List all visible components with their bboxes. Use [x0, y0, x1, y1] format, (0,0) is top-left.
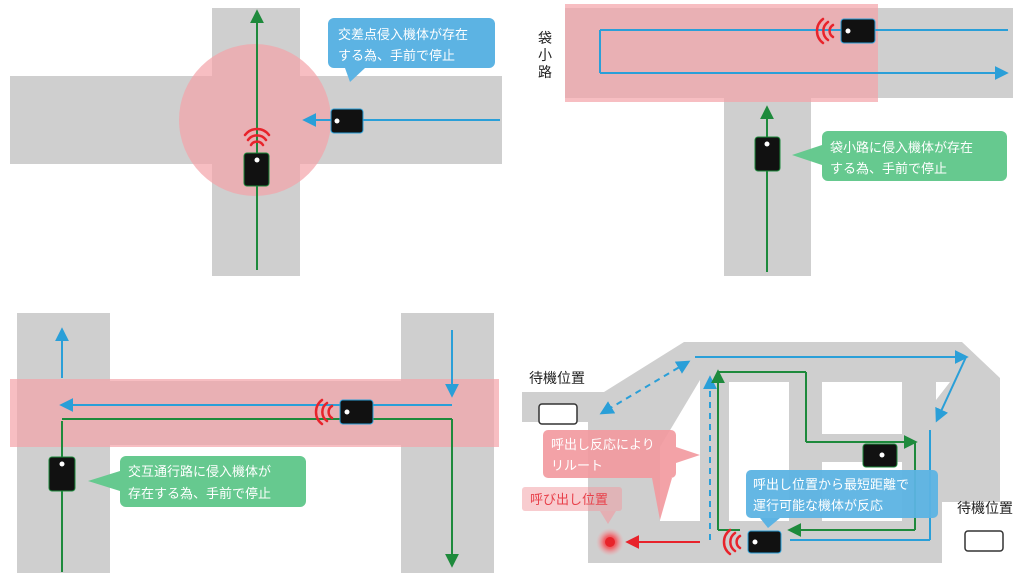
- blue-dashed-diagonal: [599, 360, 691, 415]
- svg-text:する為、手前で停止: する為、手前で停止: [830, 161, 947, 177]
- svg-text:呼び出し位置: 呼び出し位置: [530, 493, 608, 508]
- svg-text:小: 小: [538, 48, 552, 64]
- svg-text:運行可能な機体が反応: 運行可能な機体が反応: [753, 499, 883, 514]
- svg-text:存在する為、手前で停止: 存在する為、手前で停止: [128, 486, 271, 502]
- robot-in-intersection: [243, 152, 270, 187]
- deadend-zone: [565, 4, 878, 102]
- robot-in-deadend: [840, 18, 876, 44]
- robot-in-corridor: [339, 399, 374, 425]
- svg-text:袋: 袋: [538, 31, 552, 47]
- robot-light: [879, 452, 885, 458]
- wifi-signal-icon: [243, 127, 271, 147]
- robot-stopped: [48, 456, 76, 492]
- robot-light: [59, 461, 65, 467]
- svg-text:呼出し位置から最短距離で: 呼出し位置から最短距離で: [753, 478, 909, 493]
- callout-intersection: 交差点侵入機体が存在 する為、手前で停止: [328, 18, 495, 82]
- intersection-zone: [179, 44, 331, 196]
- robot-light: [344, 409, 350, 415]
- robot-light: [845, 28, 851, 34]
- svg-text:路: 路: [538, 65, 552, 81]
- svg-text:袋小路に侵入機体が存在: 袋小路に侵入機体が存在: [830, 140, 973, 156]
- robot-light: [254, 157, 260, 163]
- panel-alternating: 交互通行路に侵入機体が 存在する為、手前で停止: [10, 313, 499, 573]
- svg-text:交互通行路に侵入機体が: 交互通行路に侵入機体が: [128, 464, 271, 480]
- svg-text:する為、手前で停止: する為、手前で停止: [338, 48, 455, 64]
- standby-box-right: [964, 530, 1004, 552]
- callout-alternating: 交互通行路に侵入機体が 存在する為、手前で停止: [88, 456, 306, 507]
- standby-box-left: [538, 403, 578, 425]
- callout-deadend: 袋小路に侵入機体が存在 する為、手前で停止: [792, 131, 1007, 181]
- svg-text:交差点侵入機体が存在: 交差点侵入機体が存在: [338, 27, 468, 43]
- standby-label-right: 待機位置: [957, 501, 1013, 517]
- call-position-dot: [605, 537, 615, 547]
- wifi-signal-icon: [314, 398, 334, 426]
- robot-stopped: [754, 136, 781, 172]
- deadend-side-label: 袋 小 路: [538, 31, 552, 81]
- robot-stopped: [330, 108, 364, 134]
- robot-light: [764, 141, 770, 147]
- robot-light: [752, 539, 758, 545]
- svg-text:リルート: リルート: [551, 459, 603, 474]
- robot-responding: [747, 530, 782, 554]
- robot-light: [334, 118, 340, 124]
- blue-right-diagonal: [935, 356, 967, 423]
- wifi-signal-icon: [722, 528, 742, 556]
- panel-intersection: 交差点侵入機体が存在 する為、手前で停止: [10, 8, 502, 276]
- callout-reroute: 呼出し反応により リルート: [543, 430, 700, 520]
- panel-deadend: 袋 小 路 袋小路に侵入機体が存在 する為、手前で停止: [538, 4, 1013, 276]
- svg-text:呼出し反応により: 呼出し反応により: [551, 438, 655, 453]
- wifi-signal-icon: [815, 17, 835, 45]
- standby-label-left: 待機位置: [529, 371, 585, 387]
- call-position-label: 呼び出し位置: [522, 487, 622, 524]
- alternating-zone: [10, 379, 499, 447]
- panel-dispatch: 待機位置 待機位置: [522, 342, 1013, 563]
- callout-shortest: 呼出し位置から最短距離で 運行可能な機体が反応: [746, 470, 938, 528]
